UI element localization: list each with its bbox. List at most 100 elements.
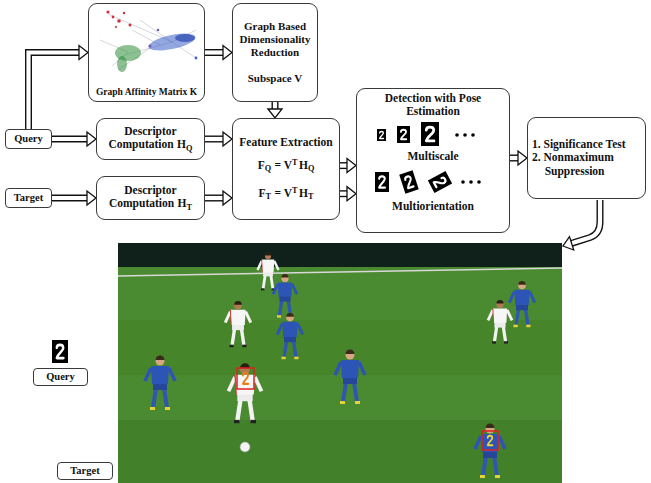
node-text: Q bbox=[265, 164, 271, 173]
process-box: Detection with Pose EstimationMultiscale… bbox=[356, 88, 510, 233]
arrow-head bbox=[347, 187, 356, 201]
double-arrow bbox=[340, 159, 356, 173]
node-text: Descriptor Computation bbox=[109, 184, 177, 209]
caption-box: Query bbox=[33, 368, 88, 386]
multiorientation-patches bbox=[363, 167, 503, 197]
text-line: Graph Based Dimensionality Reduction bbox=[237, 20, 313, 58]
spacer bbox=[237, 58, 313, 72]
arrow-shaft bbox=[205, 50, 223, 54]
text-line: Multiorientation bbox=[361, 200, 505, 213]
node-text: T bbox=[187, 203, 193, 212]
result-arrow bbox=[563, 200, 600, 250]
text-line: Feature Extraction bbox=[237, 136, 335, 149]
process-box: Descriptor ComputationHQ bbox=[96, 118, 205, 160]
node-text: F bbox=[258, 159, 265, 171]
node-text: H bbox=[299, 187, 308, 199]
arrow-head bbox=[268, 109, 282, 118]
arrow-shaft bbox=[205, 136, 223, 143]
node-text: Graph Affinity Matrix K bbox=[96, 87, 197, 97]
text-line: Target bbox=[60, 465, 110, 477]
spacer bbox=[237, 150, 335, 158]
multiscale-patches bbox=[363, 121, 503, 147]
node-text: Q bbox=[186, 144, 192, 153]
arrow-shaft bbox=[29, 53, 80, 130]
node-text: 1. Significance Test bbox=[532, 138, 626, 150]
double-arrow bbox=[205, 132, 232, 146]
process-box: 1. Significance Test2. Nonmaximum Suppre… bbox=[527, 117, 646, 199]
double-arrow bbox=[205, 191, 232, 205]
arrow-shaft bbox=[205, 137, 223, 141]
double-arrow bbox=[510, 151, 527, 165]
arrow-head bbox=[223, 46, 232, 60]
node-text: = V bbox=[275, 187, 293, 199]
affinity-scatter bbox=[100, 10, 197, 72]
process-box: Feature ExtractionFQ= VTHQFT= VTHT bbox=[232, 118, 340, 220]
node-text: Multiscale bbox=[407, 150, 458, 162]
node-text: Query bbox=[46, 371, 75, 382]
arrow-shaft bbox=[273, 102, 277, 109]
node-text: Target bbox=[70, 465, 99, 476]
text-line: FT= VTHT bbox=[237, 186, 335, 202]
node-text: Query bbox=[14, 133, 43, 144]
arrow-shaft bbox=[52, 137, 87, 141]
affinity-box: Graph Affinity Matrix K bbox=[88, 3, 205, 102]
text-line: 2. Nonmaximum Suppression bbox=[532, 151, 641, 177]
arrow-shaft bbox=[272, 102, 279, 109]
text-line: Subspace V bbox=[237, 72, 313, 85]
input-box: Target bbox=[5, 188, 52, 208]
node-text: Q bbox=[308, 164, 314, 173]
arrow-shaft bbox=[52, 196, 87, 200]
arrow-shaft bbox=[29, 53, 80, 130]
arrow-shaft bbox=[340, 190, 347, 197]
caption-box: Target bbox=[57, 462, 113, 480]
double-arrow bbox=[52, 132, 96, 146]
arrow-shaft bbox=[52, 136, 87, 143]
node-text: 2. Nonmaximum Suppression bbox=[532, 151, 641, 177]
node-text: Subspace V bbox=[248, 72, 303, 84]
text-line: Graph Affinity Matrix K bbox=[93, 87, 200, 98]
text-line: 1. Significance Test bbox=[532, 138, 641, 151]
node-text: H bbox=[299, 159, 308, 171]
double-arrow bbox=[268, 102, 282, 118]
arrow-shaft bbox=[205, 196, 223, 200]
arrow-head bbox=[79, 46, 88, 60]
arrow-head bbox=[347, 159, 356, 173]
arrow-head bbox=[518, 151, 527, 165]
process-box: Graph Based Dimensionality ReductionSubs… bbox=[232, 3, 318, 102]
text-line: FQ= VTHQ bbox=[237, 158, 335, 174]
arrow-shaft bbox=[52, 195, 87, 202]
arrow-head bbox=[87, 132, 96, 146]
double-arrow bbox=[340, 187, 356, 201]
arrow-shaft bbox=[510, 156, 518, 160]
process-box: Descriptor ComputationHT bbox=[96, 176, 205, 220]
text-line: Query bbox=[8, 133, 49, 145]
arrow-head bbox=[223, 132, 232, 146]
arrow-shaft bbox=[340, 162, 347, 169]
spacer bbox=[237, 174, 335, 186]
node-text: T bbox=[266, 192, 272, 201]
patch-row bbox=[361, 121, 505, 147]
node-text: H bbox=[177, 138, 186, 150]
node-text: = V bbox=[275, 159, 293, 171]
node-text: Target bbox=[14, 192, 43, 203]
text-line: Target bbox=[8, 192, 49, 204]
node-text: T bbox=[292, 186, 298, 195]
patch-row bbox=[361, 167, 505, 197]
node-text: T bbox=[308, 192, 314, 201]
text-line: Multiscale bbox=[361, 150, 505, 163]
node-text: F bbox=[259, 187, 266, 199]
node-text: T bbox=[292, 158, 298, 167]
node-text: Multiorientation bbox=[392, 200, 474, 212]
arrow-shaft bbox=[205, 49, 223, 56]
double-arrow bbox=[29, 46, 89, 130]
arrow-shaft bbox=[510, 155, 518, 162]
text-line: Descriptor ComputationHT bbox=[101, 184, 200, 212]
node-text: Detection with Pose Estimation bbox=[385, 92, 481, 117]
double-arrow bbox=[52, 191, 96, 205]
double-arrow bbox=[205, 46, 232, 60]
text-line: Descriptor ComputationHQ bbox=[101, 125, 200, 153]
node-text: Descriptor Computation bbox=[108, 125, 176, 150]
